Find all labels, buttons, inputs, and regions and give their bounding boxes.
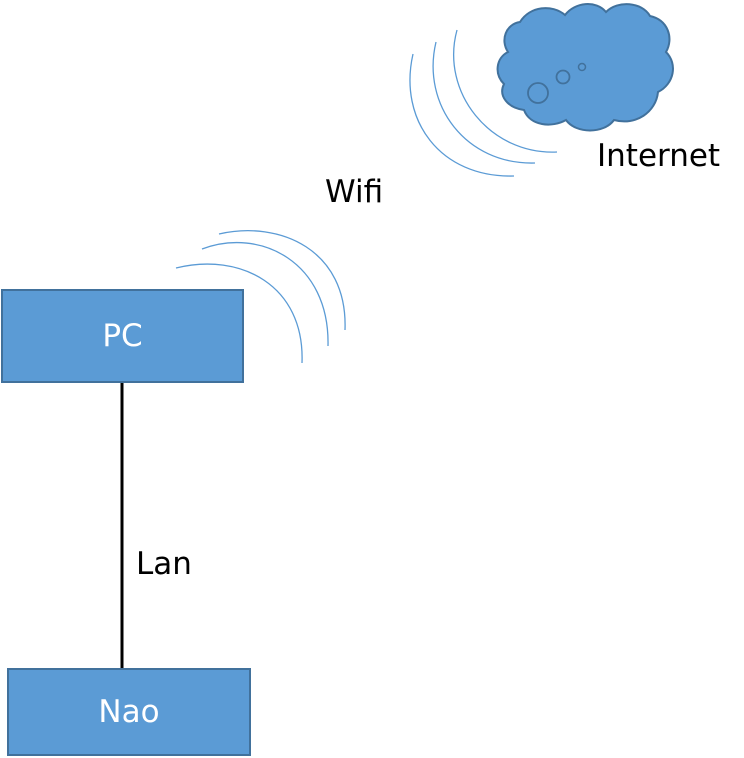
nao-node-label: Nao xyxy=(98,694,160,730)
pc-node-label: PC xyxy=(102,318,143,354)
pc-node: PC xyxy=(1,289,244,383)
cloud-icon xyxy=(496,3,674,132)
internet-label: Internet xyxy=(597,138,721,174)
lan-label: Lan xyxy=(136,546,192,582)
cloud-wifi-waves-icon xyxy=(409,29,558,177)
pc-wifi-waves-icon xyxy=(175,230,346,364)
nao-node: Nao xyxy=(7,668,251,756)
wifi-label: Wifi xyxy=(325,174,384,210)
